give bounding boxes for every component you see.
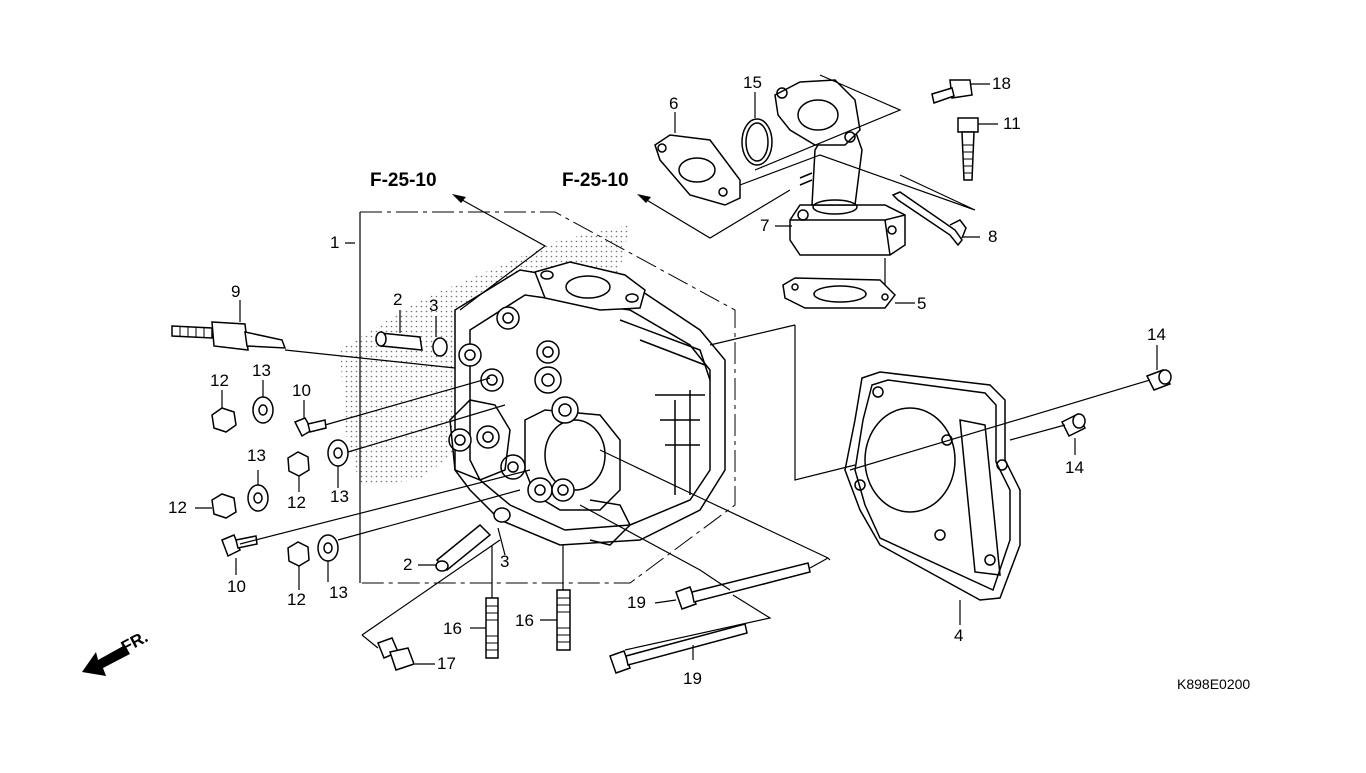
- reference-arrow: [452, 194, 466, 203]
- intake-pipe: [774, 79, 906, 256]
- drawing-code: K898E0200: [1177, 676, 1251, 692]
- callout-number[interactable]: 18: [992, 74, 1011, 93]
- callout-number[interactable]: 16: [515, 611, 534, 630]
- valve-guide: [375, 331, 492, 572]
- callout-number[interactable]: 12: [287, 493, 306, 512]
- callout-number[interactable]: 13: [329, 583, 348, 602]
- insulator: [654, 134, 741, 206]
- bolt-18: [931, 79, 973, 104]
- callout-number[interactable]: 2: [403, 555, 413, 574]
- nut: [211, 407, 310, 567]
- reference-label[interactable]: F-25-10: [562, 170, 629, 191]
- callout-number[interactable]: 16: [443, 619, 462, 638]
- spark-plug: [171, 321, 287, 351]
- clamp: [891, 191, 963, 247]
- callout-number[interactable]: 9: [231, 282, 241, 301]
- dowel-pin: [1060, 369, 1172, 438]
- callout-number[interactable]: 6: [669, 94, 679, 113]
- callout-number[interactable]: 17: [437, 654, 456, 673]
- callout-number[interactable]: 13: [252, 361, 271, 380]
- seal: [432, 337, 448, 357]
- o-ring: [741, 118, 773, 166]
- cylinder-head: [448, 261, 726, 546]
- callout-number[interactable]: 4: [954, 626, 964, 645]
- bolt-11: [957, 117, 979, 181]
- long-bolt: [609, 562, 811, 674]
- callout-number[interactable]: 11: [1003, 114, 1021, 133]
- callout-number[interactable]: 3: [429, 296, 439, 315]
- callout-number[interactable]: 19: [683, 669, 702, 688]
- callout-number[interactable]: 3: [500, 552, 510, 571]
- washer: [247, 396, 349, 562]
- callout-number[interactable]: 14: [1147, 325, 1166, 344]
- head-gasket: [844, 371, 1021, 601]
- callout-number[interactable]: 19: [627, 593, 646, 612]
- callout-number[interactable]: 10: [227, 577, 246, 596]
- callout-number[interactable]: 13: [330, 487, 349, 506]
- callout-number[interactable]: 2: [393, 290, 403, 309]
- callout-number[interactable]: 12: [210, 371, 229, 390]
- callout-number[interactable]: 12: [287, 590, 306, 609]
- callout-number[interactable]: 13: [247, 446, 266, 465]
- callout-number[interactable]: 10: [292, 381, 311, 400]
- intake-gasket: [782, 277, 896, 309]
- front-arrow-icon: [82, 645, 130, 676]
- callout-number[interactable]: 15: [743, 73, 762, 92]
- callout-number[interactable]: 7: [760, 216, 770, 235]
- callout-number[interactable]: 12: [168, 498, 187, 517]
- stud: [485, 589, 571, 659]
- callout-number[interactable]: 8: [988, 227, 998, 246]
- leader-lines: [195, 74, 1158, 665]
- reference-label[interactable]: F-25-10: [370, 170, 437, 191]
- assembly-boundary: [359, 211, 736, 584]
- reference-arrow: [637, 194, 651, 203]
- callout-number[interactable]: 14: [1065, 458, 1084, 477]
- bolt-17: [377, 637, 415, 671]
- callout-number[interactable]: 5: [917, 294, 927, 313]
- callout-number[interactable]: 1: [330, 233, 340, 252]
